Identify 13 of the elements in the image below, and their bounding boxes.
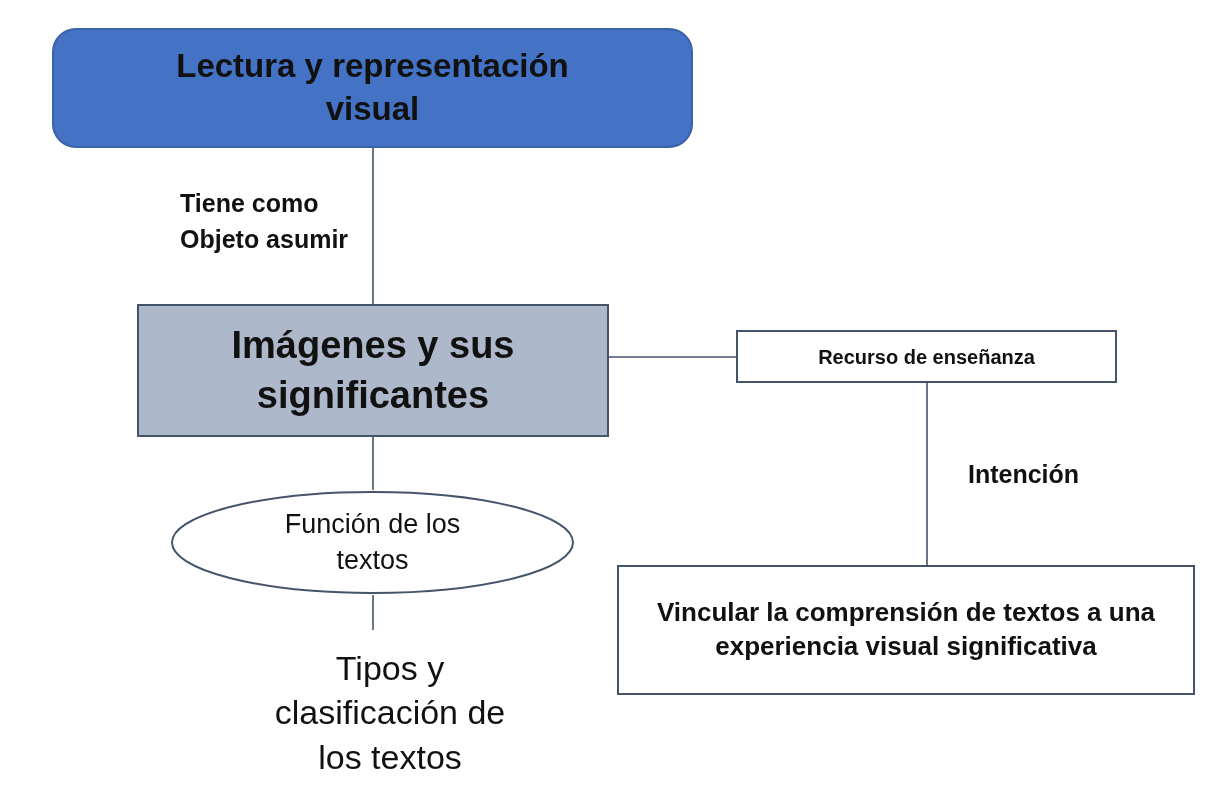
connector-line xyxy=(372,594,374,631)
edge-label: Tiene como Objeto asumir xyxy=(180,188,350,256)
concept-box: Vincular la comprensión de textos a una experiencia visual significativa xyxy=(617,565,1195,695)
connector-line xyxy=(926,382,928,566)
connector-line xyxy=(372,436,374,491)
title-box: Lectura y representación visual xyxy=(52,28,693,148)
concept-ellipse: Función de los textos xyxy=(170,490,575,595)
concept-box: Recurso de enseñanza xyxy=(736,330,1117,383)
concept-box: Imágenes y sus significantes xyxy=(137,304,609,437)
concept-text: Tipos y clasificación de los textos xyxy=(255,630,525,795)
connector-line xyxy=(372,147,374,305)
connector-line xyxy=(608,356,737,358)
edge-label: Intención xyxy=(968,459,1081,490)
